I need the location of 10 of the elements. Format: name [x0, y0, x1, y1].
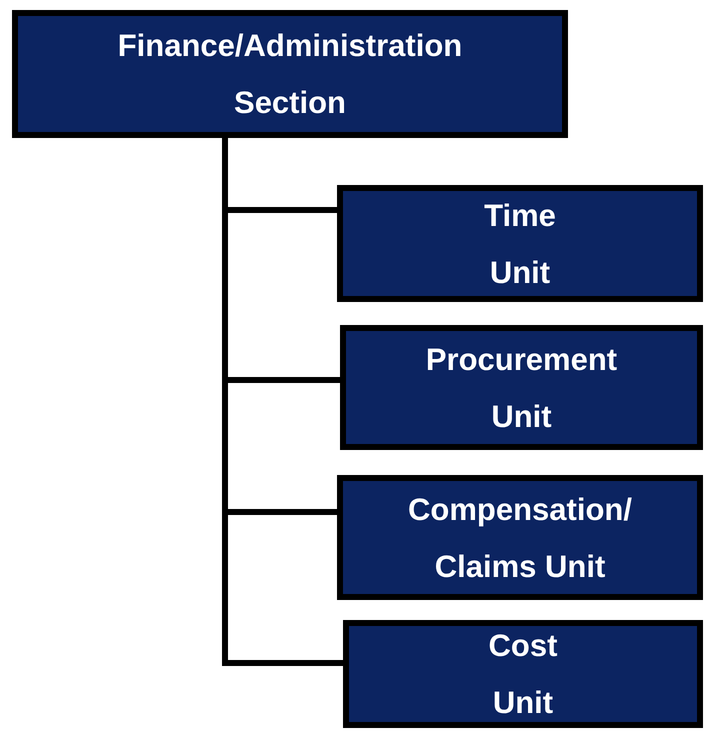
unit-title: Compensation/ Claims Unit — [407, 490, 633, 586]
unit-title: Procurement Unit — [424, 340, 618, 436]
unit-box — [337, 185, 703, 302]
unit-title: Time Unit — [483, 196, 557, 292]
unit-box — [343, 620, 703, 728]
unit-box — [340, 325, 703, 450]
unit-title: Finance/Administration Section — [116, 27, 464, 122]
unit-box — [337, 475, 703, 600]
unit-box — [12, 10, 568, 138]
unit-title: Cost Unit — [488, 627, 558, 722]
